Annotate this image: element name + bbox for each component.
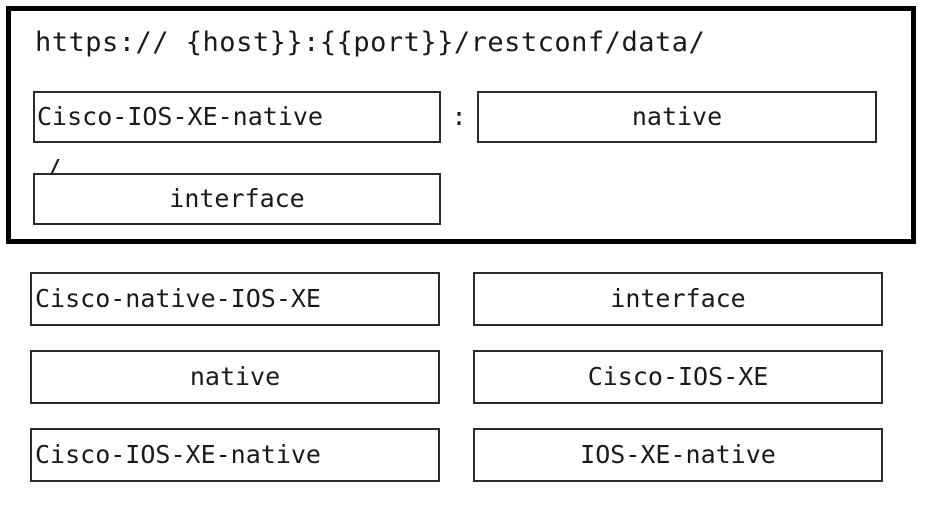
drag-and-drop-question: { "builder": { "url_prefix": "https:// {…: [0, 6, 932, 492]
option-column-right: interface Cisco-IOS-XE IOS-XE-native: [473, 272, 883, 506]
drop-slot-3[interactable]: interface: [33, 173, 441, 225]
drop-slot-1[interactable]: Cisco-IOS-XE-native: [33, 91, 441, 143]
option-tile[interactable]: IOS-XE-native: [473, 428, 883, 482]
builder-slot-row-2: interface: [33, 173, 893, 225]
builder-slot-row-1: Cisco-IOS-XE-native:native/: [33, 91, 893, 183]
option-column-left: Cisco-native-IOS-XE native Cisco-IOS-XE-…: [30, 272, 440, 506]
option-tile[interactable]: Cisco-IOS-XE: [473, 350, 883, 404]
option-tile[interactable]: Cisco-native-IOS-XE: [30, 272, 440, 326]
drop-slot-2[interactable]: native: [477, 91, 877, 143]
option-tile[interactable]: native: [30, 350, 440, 404]
answer-builder-container: https:// {host}}:{{port}}/restconf/data/…: [6, 6, 916, 244]
url-prefix-text: https:// {host}}:{{port}}/restconf/data/: [35, 27, 706, 58]
colon-separator: :: [451, 102, 467, 131]
option-tile[interactable]: Cisco-IOS-XE-native: [30, 428, 440, 482]
option-tile[interactable]: interface: [473, 272, 883, 326]
option-bank: Cisco-native-IOS-XE native Cisco-IOS-XE-…: [0, 272, 932, 492]
